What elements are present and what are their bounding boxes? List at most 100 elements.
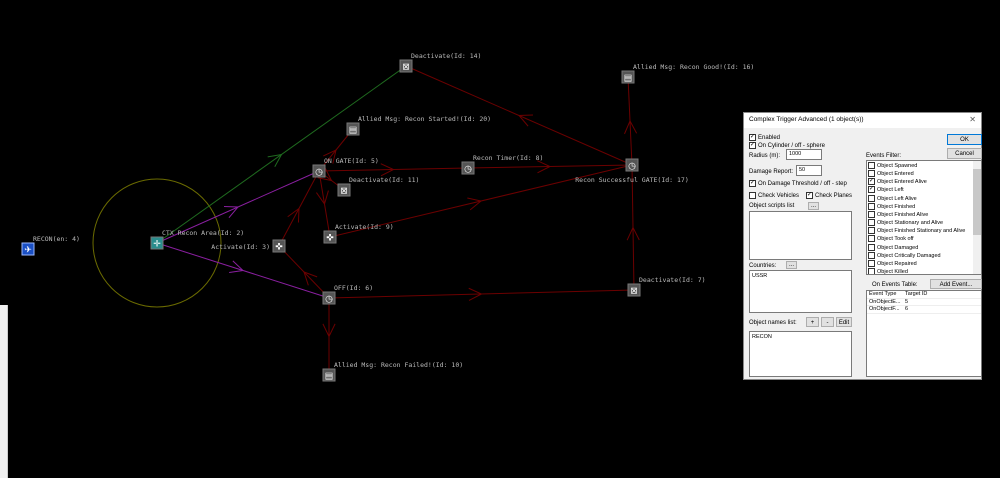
add-name-button[interactable]: + <box>806 317 819 327</box>
countries-browse-button[interactable]: ... <box>786 261 797 269</box>
checkbox-box[interactable] <box>868 227 875 235</box>
event-filter-item[interactable]: Object Damaged <box>868 243 980 252</box>
graph-node[interactable]: ◷Recon Successful GATE(Id: 17) <box>575 158 689 184</box>
node-label: Allied Msg: Recon Good!(Id: 16) <box>633 63 754 71</box>
graph-node[interactable]: ✜Activate(Id: 9) <box>323 223 394 244</box>
check-vehicles-checkbox[interactable]: Check Vehicles <box>749 192 799 199</box>
node-box[interactable] <box>346 122 360 136</box>
event-filter-item[interactable]: Object Finished <box>868 202 980 211</box>
event-filter-item[interactable]: Object Took off <box>868 235 980 243</box>
enabled-checkbox[interactable]: ✓Enabled <box>749 134 781 142</box>
node-box[interactable] <box>625 158 639 172</box>
event-filter-item[interactable]: Object Repaired <box>868 259 980 268</box>
node-box[interactable] <box>621 70 635 84</box>
threshold-checkbox[interactable]: ✓On Damage Threshold / off - step <box>749 180 847 188</box>
remove-name-button[interactable]: - <box>821 317 834 327</box>
node-box[interactable] <box>627 283 641 297</box>
event-filter-item[interactable]: Object Finished Stationary and Alive <box>868 227 980 235</box>
activate-icon: ✜ <box>275 242 283 252</box>
event-filter-item[interactable]: ✓Object Entered Alive <box>868 178 980 186</box>
node-box[interactable] <box>272 239 286 253</box>
checkbox-box[interactable] <box>868 210 875 218</box>
node-box[interactable] <box>21 242 35 256</box>
graph-node[interactable]: ▤Allied Msg: Recon Started!(Id: 20) <box>346 115 491 136</box>
scrollbar-thumb[interactable] <box>973 169 981 235</box>
graph-node[interactable]: ✛CTX Recon Area(Id: 2) <box>150 229 244 250</box>
checkbox-box[interactable] <box>868 243 875 251</box>
node-box[interactable] <box>337 183 351 197</box>
event-filter-item[interactable]: Object Finished Alive <box>868 210 980 219</box>
table-row[interactable]: OnObjectF...6 <box>867 306 981 314</box>
checkbox-box[interactable] <box>868 219 875 227</box>
node-label: Deactivate(Id: 7) <box>639 276 706 284</box>
checkbox-box[interactable]: ✓ <box>868 178 875 186</box>
countries-list[interactable]: USSR <box>749 270 852 313</box>
ok-button[interactable]: OK <box>947 134 982 145</box>
scripts-list[interactable] <box>749 211 852 260</box>
checkbox-box[interactable] <box>868 194 875 202</box>
checkbox-box[interactable]: ✓ <box>749 134 756 141</box>
event-filter-item[interactable]: Object Killed <box>868 268 980 274</box>
event-filter-item[interactable]: Object Stationary and Alive <box>868 219 980 227</box>
name-item[interactable]: RECON <box>752 334 772 340</box>
checkbox-box[interactable] <box>868 251 875 259</box>
node-box[interactable] <box>461 161 475 175</box>
event-filter-item[interactable]: Object Entered <box>868 170 980 178</box>
node-box[interactable] <box>312 164 326 178</box>
names-list[interactable]: RECON <box>749 331 852 377</box>
country-item[interactable]: USSR <box>752 273 768 279</box>
graph-node[interactable]: ▤Allied Msg: Recon Good!(Id: 16) <box>621 63 754 84</box>
node-box[interactable] <box>150 236 164 250</box>
event-filter-item[interactable]: Object Critically Damaged <box>868 251 980 260</box>
checkbox-box[interactable]: ✓ <box>749 142 756 149</box>
graph-node[interactable]: ⊠Deactivate(Id: 14) <box>399 52 481 73</box>
damage-input[interactable]: 50 <box>796 165 822 176</box>
scripts-browse-button[interactable]: ... <box>808 202 819 210</box>
graph-node[interactable]: ◷ON GATE(Id: 5) <box>312 157 379 178</box>
add-event-button[interactable]: Add Event... <box>930 279 982 289</box>
link-arrowhead <box>624 119 638 135</box>
names-label: Object names list: <box>749 320 797 326</box>
graph-node[interactable]: ◷OFF(Id: 6) <box>322 284 373 305</box>
cylinder-checkbox[interactable]: ✓On Cylinder / off - sphere <box>749 142 825 150</box>
checkbox-box[interactable] <box>749 192 756 199</box>
checkbox-box[interactable]: ✓ <box>868 186 875 194</box>
graph-node[interactable]: ✜Activate(Id: 3) <box>211 239 286 253</box>
event-filter-label: Object Finished Stationary and Alive <box>877 228 966 235</box>
check-planes-checkbox[interactable]: ✓Check Planes <box>806 192 853 200</box>
link-arrowhead <box>316 190 329 206</box>
node-box[interactable] <box>399 59 413 73</box>
checkbox-box[interactable] <box>868 162 875 169</box>
close-icon[interactable]: ✕ <box>969 115 976 124</box>
radius-input[interactable]: 1000 <box>786 149 822 160</box>
checkbox-box[interactable] <box>868 170 875 178</box>
node-box[interactable] <box>323 230 337 244</box>
checkbox-box[interactable] <box>868 268 875 274</box>
checkbox-box[interactable]: ✓ <box>806 192 813 199</box>
checkbox-box[interactable] <box>868 202 875 210</box>
timer-icon: ◷ <box>315 167 323 177</box>
event-filter-item[interactable]: Object Left Alive <box>868 194 980 203</box>
node-box[interactable] <box>322 291 336 305</box>
event-filter-label: Object Spawned <box>877 162 918 169</box>
cancel-button[interactable]: Cancel <box>947 148 982 159</box>
graph-node[interactable]: ◷Recon Timer(Id: 8) <box>461 154 543 175</box>
checkbox-box[interactable] <box>868 235 875 243</box>
graph-node[interactable]: ✈RECON(en: 4) <box>21 235 80 256</box>
graph-node[interactable]: ⊠Deactivate(Id: 7) <box>627 276 706 297</box>
graph-node[interactable]: ⊠Deactivate(Id: 11) <box>337 176 419 197</box>
event-filter-item[interactable]: ✓Object Left <box>868 186 980 194</box>
checkbox-box[interactable]: ✓ <box>749 180 756 187</box>
link-arrowhead <box>517 114 534 127</box>
edit-name-button[interactable]: Edit <box>836 317 852 327</box>
table-row[interactable]: OnObjectE...5 <box>867 299 981 306</box>
node-box[interactable] <box>322 368 336 382</box>
event-filter-item[interactable]: Object Spawned <box>868 162 980 170</box>
graph-node[interactable]: ▤Allied Msg: Recon Failed!(Id: 10) <box>322 361 463 382</box>
event-filter-label: Object Entered Alive <box>877 179 927 186</box>
checkbox-box[interactable] <box>868 259 875 267</box>
events-scrollbar[interactable] <box>973 161 981 274</box>
